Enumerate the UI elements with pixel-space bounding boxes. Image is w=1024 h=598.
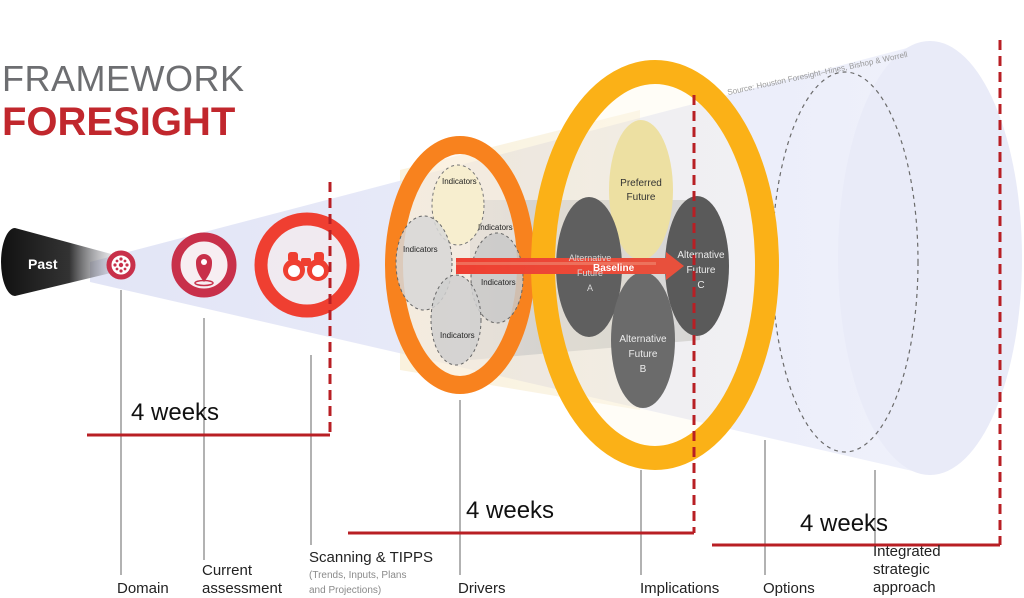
- alt-future-a-label-2: Future: [577, 268, 603, 278]
- stage-options: Options: [763, 580, 815, 597]
- alt-future-b-label-1: Alternative: [619, 334, 667, 345]
- stage-scanning-sub-1: (Trends, Inputs, Plans: [309, 570, 406, 581]
- preferred-future-label-1: Preferred: [620, 178, 662, 189]
- location-pin-icon: [194, 254, 214, 287]
- leader-lines: [120, 290, 876, 575]
- stage-implications: Implications: [640, 580, 719, 597]
- stage-drivers: Drivers: [458, 580, 506, 597]
- alt-future-c-label-2: Future: [687, 265, 716, 276]
- stage-current-1: Current: [202, 562, 253, 579]
- stage-current-2: assessment: [202, 580, 283, 597]
- binoculars-icon: [283, 252, 329, 281]
- baseline-arrow: [456, 252, 684, 280]
- past-label: Past: [28, 256, 58, 272]
- indicator-label-left: Indicators: [403, 245, 438, 254]
- alt-future-a-label-1: Alternative: [569, 253, 612, 263]
- timeline-label-3: 4 weeks: [800, 510, 888, 537]
- timeline-label-2: 4 weeks: [466, 497, 554, 524]
- alt-future-b-label-3: B: [640, 364, 647, 375]
- indicator-label-right-top: Indicators: [478, 223, 513, 232]
- cone-end: [838, 41, 1022, 475]
- indicator-label-top: Indicators: [442, 177, 477, 186]
- baseline-label: Baseline: [593, 263, 635, 274]
- indicator-label-bottom: Indicators: [440, 331, 475, 340]
- target-icon: [113, 257, 129, 273]
- preferred-future-circle: [609, 120, 673, 260]
- alt-future-c-circle: [665, 196, 729, 336]
- stage-scanning-sub-2: and Projections): [309, 585, 381, 596]
- stage-integrated-3: approach: [873, 579, 936, 596]
- title-framework: FRAMEWORK: [2, 58, 245, 99]
- indicator-circle-top: [431, 164, 485, 246]
- alt-future-c-label-1: Alternative: [677, 250, 725, 261]
- stage-integrated-2: strategic: [873, 561, 930, 578]
- alt-future-c-label-3: C: [697, 280, 704, 291]
- stage-domain: Domain: [117, 580, 169, 597]
- alt-future-a-label-3: A: [587, 283, 593, 293]
- indicator-circle-bottom: [430, 274, 482, 366]
- timeline-label-1: 4 weeks: [131, 399, 219, 426]
- timeline-markers: [87, 40, 1002, 547]
- stage-scanning: Scanning & TIPPS: [309, 549, 433, 566]
- alt-future-b-label-2: Future: [629, 349, 658, 360]
- past-cone: [1, 228, 116, 296]
- indicator-circle-left: [395, 215, 453, 311]
- preferred-future-label-2: Future: [627, 192, 656, 203]
- title-foresight: FORESIGHT: [2, 100, 235, 144]
- indicator-circle-right: [470, 232, 524, 324]
- indicator-label-right: Indicators: [481, 278, 516, 287]
- alt-future-b-circle: [611, 272, 675, 408]
- stage-integrated-1: Integrated: [873, 543, 941, 560]
